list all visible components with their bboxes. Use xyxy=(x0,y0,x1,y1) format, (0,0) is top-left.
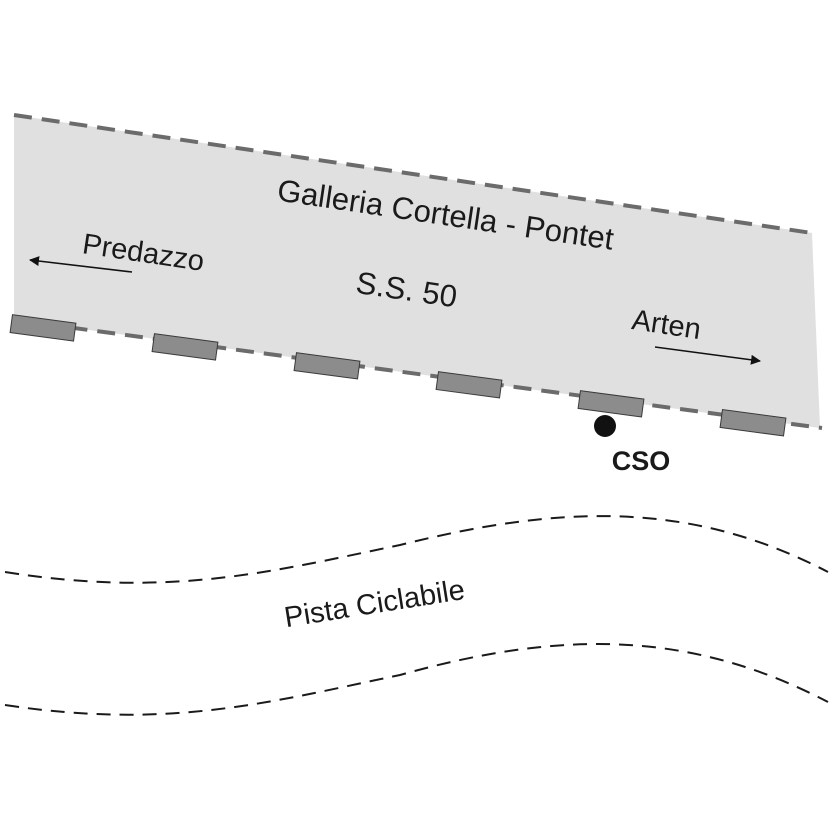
cso-station-marker xyxy=(594,415,616,437)
arrow-east-icon xyxy=(654,346,761,365)
tunnel-top-edge xyxy=(13,113,813,235)
cycle-path-upper-edge xyxy=(4,515,829,584)
cycle-path-label: Pista Ciclabile xyxy=(282,574,467,634)
cso-label: CSO xyxy=(612,446,671,476)
pad xyxy=(719,409,787,437)
pad xyxy=(9,314,77,342)
pad xyxy=(293,352,361,380)
pad xyxy=(577,390,645,418)
pad-group xyxy=(9,314,787,437)
cycle-path-lower-edge xyxy=(4,643,829,716)
tunnel-area xyxy=(14,115,820,428)
pad xyxy=(151,333,219,361)
tunnel-bottom-edge xyxy=(13,318,823,430)
arrow-west-icon xyxy=(29,256,133,273)
pad xyxy=(435,371,503,399)
